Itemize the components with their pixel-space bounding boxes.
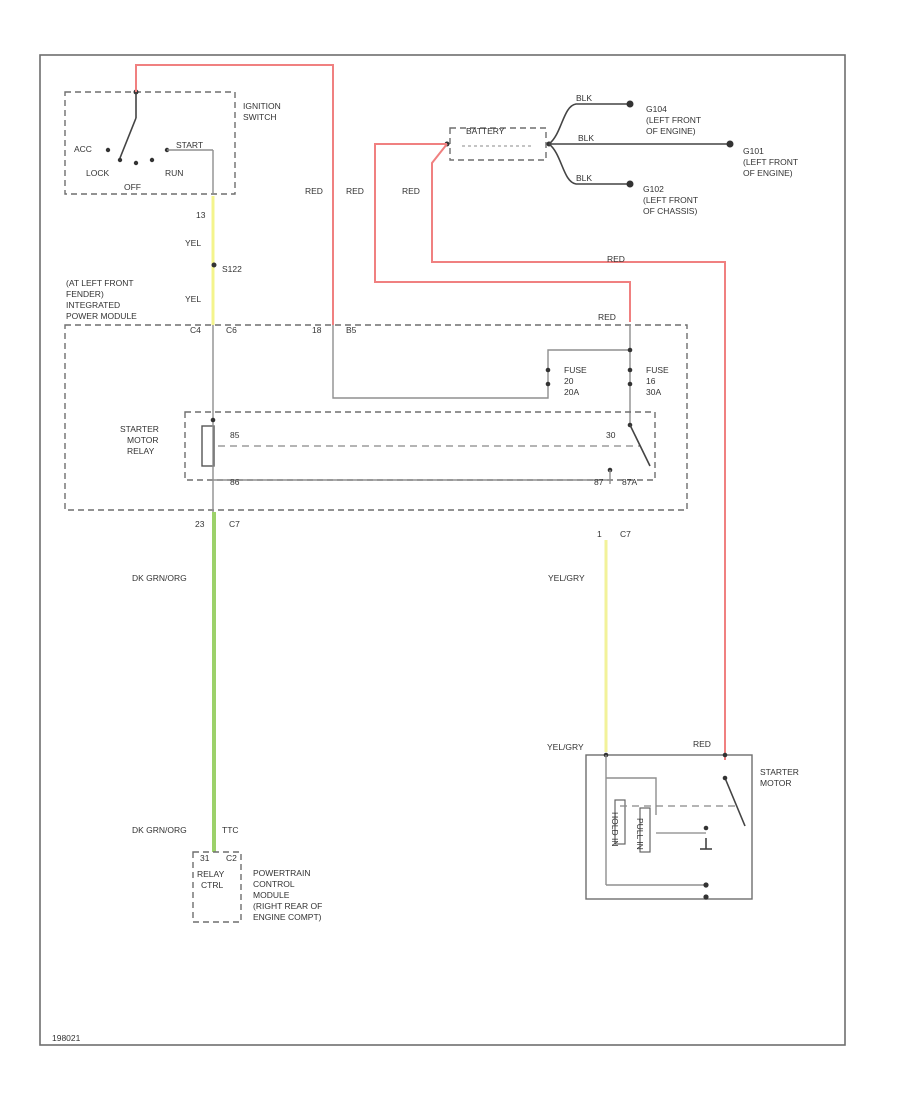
pcm-pin-31: 31 (200, 853, 210, 863)
ipm-label: INTEGRATED (66, 300, 120, 310)
ipm-pin: C7 (620, 529, 631, 539)
starter-pull-in: PULL IN (635, 818, 645, 850)
ground-g102-id: G102 (643, 184, 664, 194)
fuse-20-label: 20A (564, 387, 579, 397)
ignition-switch-label: SWITCH (243, 112, 277, 122)
ipm-label: (AT LEFT FRONT (66, 278, 134, 288)
ipm-pin: B5 (346, 325, 357, 335)
starter-motor: HOLD IN PULL IN STARTER MOTOR (585, 752, 799, 900)
relay-pin: 87 (594, 477, 604, 487)
switch-pos-start: START (176, 140, 203, 150)
wire-label-dk-grn-org: DK GRN/ORG (132, 573, 187, 583)
diagram-frame (39, 54, 846, 1046)
yel-gry-wire: YEL/GRY YEL/GRY (547, 540, 608, 752)
ground-wire-blk: BLK (576, 93, 592, 103)
pcm-label: CONTROL (253, 879, 295, 889)
ipm-pin: 23 (195, 519, 205, 529)
wire-label-red: RED (693, 739, 711, 749)
wire-label-yel: YEL (185, 294, 201, 304)
ground-wire-blk: BLK (576, 173, 592, 183)
wire-label-red: RED (607, 254, 625, 264)
ground-wire-blk: BLK (578, 133, 594, 143)
ground-g102-loc: (LEFT FRONT (643, 195, 698, 205)
starter-relay-label: MOTOR (127, 435, 158, 445)
ground-g104-id: G104 (646, 104, 667, 114)
pcm-label: MODULE (253, 890, 290, 900)
relay-pin: 86 (230, 477, 240, 487)
wire-label-yel: YEL (185, 238, 201, 248)
starter-hold-in: HOLD IN (610, 812, 620, 846)
pcm-relay-ctrl: RELAY (197, 869, 225, 879)
ipm-label: POWER MODULE (66, 311, 137, 321)
diagram-code: 198021 (52, 1033, 81, 1043)
starter-motor-label: STARTER (760, 767, 799, 777)
wire-label-red: RED (402, 186, 420, 196)
green-wire: DK GRN/ORG DK GRN/ORG TTC (132, 484, 239, 852)
wire-label-yel-gry: YEL/GRY (547, 742, 584, 752)
red-wire-ignition (135, 64, 334, 325)
starter-relay-label: STARTER (120, 424, 159, 434)
switch-pos-lock: LOCK (86, 168, 109, 178)
battery-label: BATTERY (466, 126, 505, 136)
ignition-switch: IGNITION SWITCH ACC LOCK RUN START OFF (64, 89, 281, 195)
fuse-16-label: 30A (646, 387, 661, 397)
ipm-pin: C7 (229, 519, 240, 529)
ignition-switch-label: IGNITION (243, 101, 281, 111)
red-wire-battery-fuse (374, 143, 631, 322)
fuse-16-label: 16 (646, 376, 656, 386)
switch-pos-off: OFF (124, 182, 141, 192)
ipm-label: FENDER) (66, 289, 104, 299)
integrated-power-module: (AT LEFT FRONT FENDER) INTEGRATED POWER … (64, 278, 688, 539)
switch-pos-acc: ACC (74, 144, 92, 154)
fuse-16-label: FUSE (646, 365, 669, 375)
pcm-label: (RIGHT REAR OF (253, 901, 322, 911)
ground-g101-loc: OF ENGINE) (743, 168, 793, 178)
pcm-relay-ctrl: CTRL (201, 880, 223, 890)
ground-g102-loc: OF CHASSIS) (643, 206, 697, 216)
wire-label-red: RED (305, 186, 323, 196)
ipm-pin: 18 (312, 325, 322, 335)
wire-label-dk-grn-org: DK GRN/ORG (132, 825, 187, 835)
red-wire-battery-starter (431, 143, 726, 760)
fuse-20-label: 20 (564, 376, 574, 386)
ground-g104-loc: (LEFT FRONT (646, 115, 701, 125)
pcm-label: POWERTRAIN (253, 868, 310, 878)
splice-s122: S122 (222, 264, 242, 274)
ground-g101-id: G101 (743, 146, 764, 156)
pcm-connector: C2 (226, 853, 237, 863)
ground-g104-loc: OF ENGINE) (646, 126, 696, 136)
ground-g101-loc: (LEFT FRONT (743, 157, 798, 167)
red-wires: RED RED RED RED RED RED (135, 64, 726, 760)
yellow-wire: 13 YEL S122 YEL (185, 196, 242, 325)
battery: BATTERY BLK BLK BLK G104 (LEFT FRONT OF … (444, 93, 798, 216)
relay-pin: 30 (606, 430, 616, 440)
wire-label-red: RED (346, 186, 364, 196)
ipm-pin: C6 (226, 325, 237, 335)
wire-label-red: RED (598, 312, 616, 322)
pcm-pin-ttc: TTC (222, 825, 239, 835)
powertrain-control-module: 31 C2 RELAY CTRL POWERTRAIN CONTROL MODU… (192, 851, 322, 923)
starter-motor-label: MOTOR (760, 778, 791, 788)
pcm-label: ENGINE COMPT) (253, 912, 322, 922)
wire-label-yel-gry: YEL/GRY (548, 573, 585, 583)
ipm-pin: C4 (190, 325, 201, 335)
switch-pos-run: RUN (165, 168, 183, 178)
starter-relay-label: RELAY (127, 446, 155, 456)
ipm-pin: 1 (597, 529, 602, 539)
relay-pin: 85 (230, 430, 240, 440)
fuse-20-label: FUSE (564, 365, 587, 375)
relay-pin: 87A (622, 477, 637, 487)
connector-pin-13: 13 (196, 210, 206, 220)
